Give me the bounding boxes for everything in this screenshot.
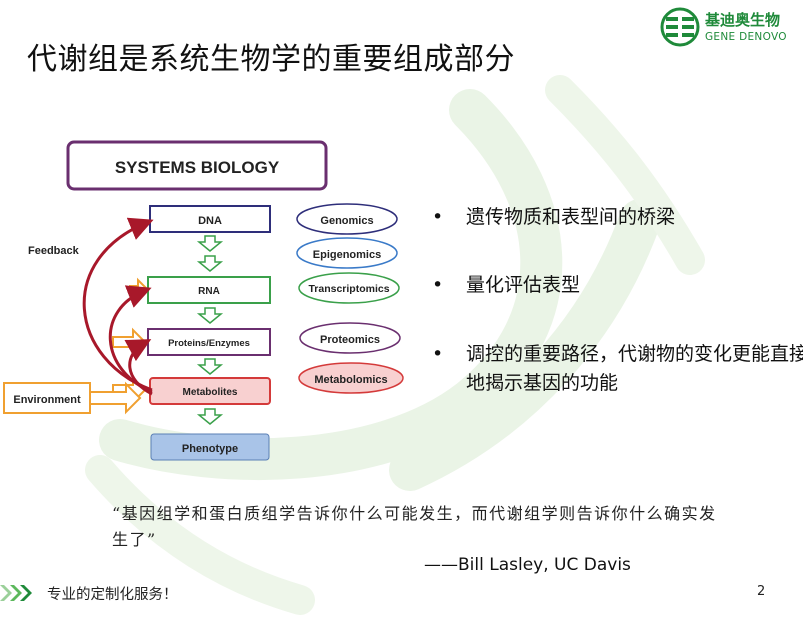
feedback-arrows	[82, 217, 154, 396]
bullet-marker: •	[432, 274, 444, 296]
proteomics-label: Proteomics	[320, 334, 380, 346]
proteins-box	[147, 328, 271, 356]
down-arrow-icons	[196, 235, 224, 425]
proteomics-ellipse	[299, 322, 401, 354]
page-number: 2	[757, 584, 766, 599]
feedback-arrow-icon	[124, 339, 153, 396]
bullet-text: 量化评估表型	[466, 274, 581, 296]
down-arrow-icon	[196, 307, 224, 324]
logo-mark-icon	[660, 7, 700, 47]
metabolomics-ellipse	[298, 362, 404, 394]
down-arrow-icon	[196, 255, 224, 272]
systems-biology-header: SYSTEMS BIOLOGY	[115, 158, 280, 177]
chevron-decoration-icon	[0, 585, 32, 601]
input-arrow-icon	[112, 327, 147, 357]
phenotype-label: Phenotype	[182, 443, 238, 455]
transcriptomics-label: Transcriptomics	[308, 283, 389, 295]
genomics-ellipse	[296, 203, 398, 235]
epigenomics-label: Epigenomics	[313, 249, 381, 261]
environment-label: Environment	[13, 394, 81, 406]
down-arrow-icon	[196, 358, 224, 375]
feedback-label: Feedback	[28, 245, 80, 257]
rna-box	[147, 276, 271, 304]
systems-biology-header-box	[66, 140, 328, 191]
transcriptomics-ellipse	[298, 272, 400, 304]
footer-slogan: 专业的定制化服务！	[47, 587, 178, 603]
rna-label: RNA	[198, 286, 220, 297]
quote-attribution: ——Bill Lasley, UC Davis	[424, 555, 631, 575]
proteins-label: Proteins/Enzymes	[168, 338, 250, 349]
logo-name-cn: 基迪奥生物	[705, 11, 781, 29]
feedback-arrow-icon	[82, 217, 154, 392]
bullet-marker: •	[432, 343, 444, 365]
dna-box	[149, 205, 271, 233]
bullet-text: 调控的重要路径，代谢物的变化更能直接地揭示基因的功能	[466, 343, 803, 394]
metabolites-label: Metabolites	[182, 387, 237, 398]
metabolomics-label: Metabolomics	[314, 374, 387, 386]
down-arrow-icon	[196, 235, 224, 252]
bullet-item: • 遗传物质和表型间的桥梁	[432, 203, 675, 232]
logo-name-en: GENE DENOVO	[705, 31, 787, 43]
bullet-item: • 调控的重要路径，代谢物的变化更能直接地揭示基因的功能	[432, 340, 803, 398]
down-arrow-icon	[196, 408, 224, 425]
bullet-text: 遗传物质和表型间的桥梁	[466, 206, 676, 228]
dna-label: DNA	[198, 215, 222, 227]
company-logo	[660, 7, 700, 47]
environment-box	[3, 382, 91, 414]
bullet-marker: •	[432, 206, 444, 228]
slide-title: 代谢组是系统生物学的重要组成部分	[27, 42, 515, 77]
quote-text: “基因组学和蛋白质组学告诉你什么可能发生，而代谢组学则告诉你什么确实发生了”	[112, 504, 717, 549]
environment-arrow-icon	[89, 381, 142, 415]
bullet-item: • 量化评估表型	[432, 271, 580, 300]
genomics-label: Genomics	[320, 215, 373, 227]
epigenomics-ellipse	[296, 237, 398, 269]
phenotype-box	[150, 433, 270, 461]
